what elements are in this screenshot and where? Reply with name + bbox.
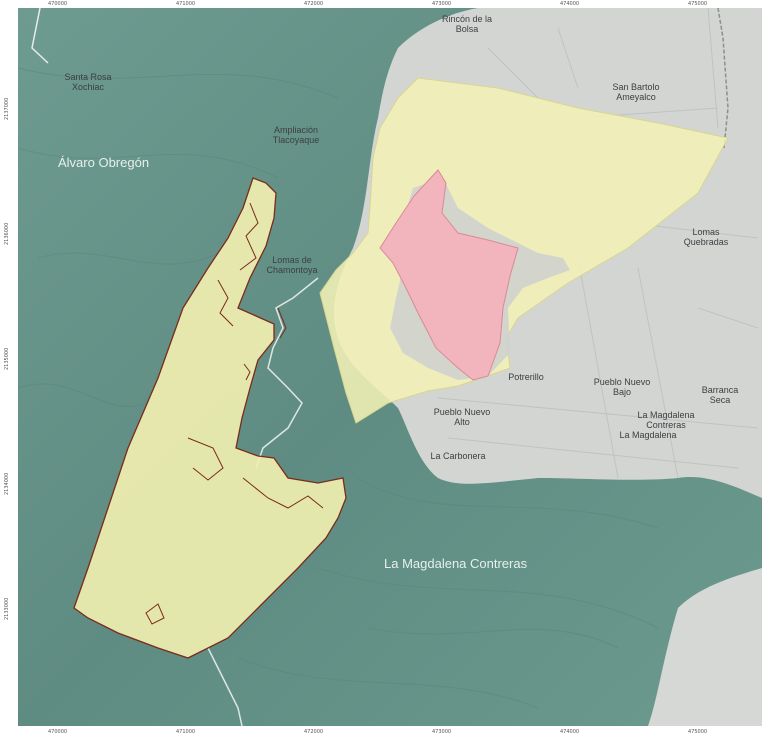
place-label-line: Tlacoyaque: [273, 135, 320, 145]
x-tick-label: 471000: [176, 1, 196, 7]
x-tick-label: 472000: [304, 729, 324, 735]
place-label-line: San Bartolo: [612, 82, 659, 92]
x-tick-label: 472000: [304, 1, 324, 7]
place-label-line: La Carbonera: [430, 451, 485, 461]
place-label-line: Potrerillo: [508, 372, 544, 382]
place-label-line: Santa Rosa: [64, 72, 111, 82]
yellow-zone-west-contours: [145, 202, 324, 625]
place-label-line: Rincón de la: [442, 14, 492, 24]
place-label-line: Lomas: [692, 227, 720, 237]
x-tick-label: 473000: [432, 729, 452, 735]
municipal-boundary: [207, 277, 319, 726]
terrain-shading: [18, 67, 659, 709]
y-tick-label: 2136000: [4, 222, 10, 245]
place-label-line: Ampliación: [274, 125, 318, 135]
place-label: La Carbonera: [430, 451, 485, 461]
map-canvas[interactable]: Álvaro Obregón La Magdalena Contreras Ri…: [18, 8, 762, 726]
place-label-line: Bajo: [613, 387, 631, 397]
urban-area-south: [648, 568, 762, 726]
x-tick-label: 473000: [432, 1, 452, 7]
place-label-line: Seca: [710, 395, 731, 405]
x-tick-label: 475000: [688, 729, 708, 735]
place-label-line: Pueblo Nuevo: [594, 377, 651, 387]
x-tick-label: 474000: [560, 1, 580, 7]
region-label-alvaro-obregon: Álvaro Obregón: [58, 155, 149, 170]
place-label-line: Chamontoya: [266, 265, 317, 275]
place-label-line: Barranca: [702, 385, 739, 395]
main-road: [717, 8, 729, 149]
x-tick-label: 475000: [688, 1, 708, 7]
y-tick-label: 2134000: [4, 472, 10, 495]
place-label-line: Alto: [454, 417, 470, 427]
y-tick-label: 2137000: [4, 97, 10, 120]
x-tick-label: 474000: [560, 729, 580, 735]
place-label-line: Quebradas: [684, 237, 729, 247]
place-label-line: Ameyalco: [616, 92, 656, 102]
yellow-zone-west[interactable]: [73, 177, 347, 659]
place-label-line: Lomas de: [272, 255, 312, 265]
x-tick-label: 470000: [48, 1, 68, 7]
place-label-line: Xochiac: [72, 82, 105, 92]
x-tick-label: 471000: [176, 729, 196, 735]
place-label-line: Bolsa: [456, 24, 479, 34]
place-label-line: La Magdalena: [619, 430, 676, 440]
place-label-line: La Magdalena: [637, 410, 694, 420]
place-label-line: Pueblo Nuevo: [434, 407, 491, 417]
place-label-line: Contreras: [646, 420, 686, 430]
y-tick-label: 2135000: [4, 347, 10, 370]
place-label: La Magdalena: [619, 430, 676, 440]
region-label-magdalena-contreras: La Magdalena Contreras: [384, 556, 528, 571]
road-northwest: [31, 8, 49, 64]
pink-zone[interactable]: [379, 169, 519, 381]
x-tick-label: 470000: [48, 729, 68, 735]
place-label: Potrerillo: [508, 372, 544, 382]
y-tick-label: 2133000: [4, 597, 10, 620]
